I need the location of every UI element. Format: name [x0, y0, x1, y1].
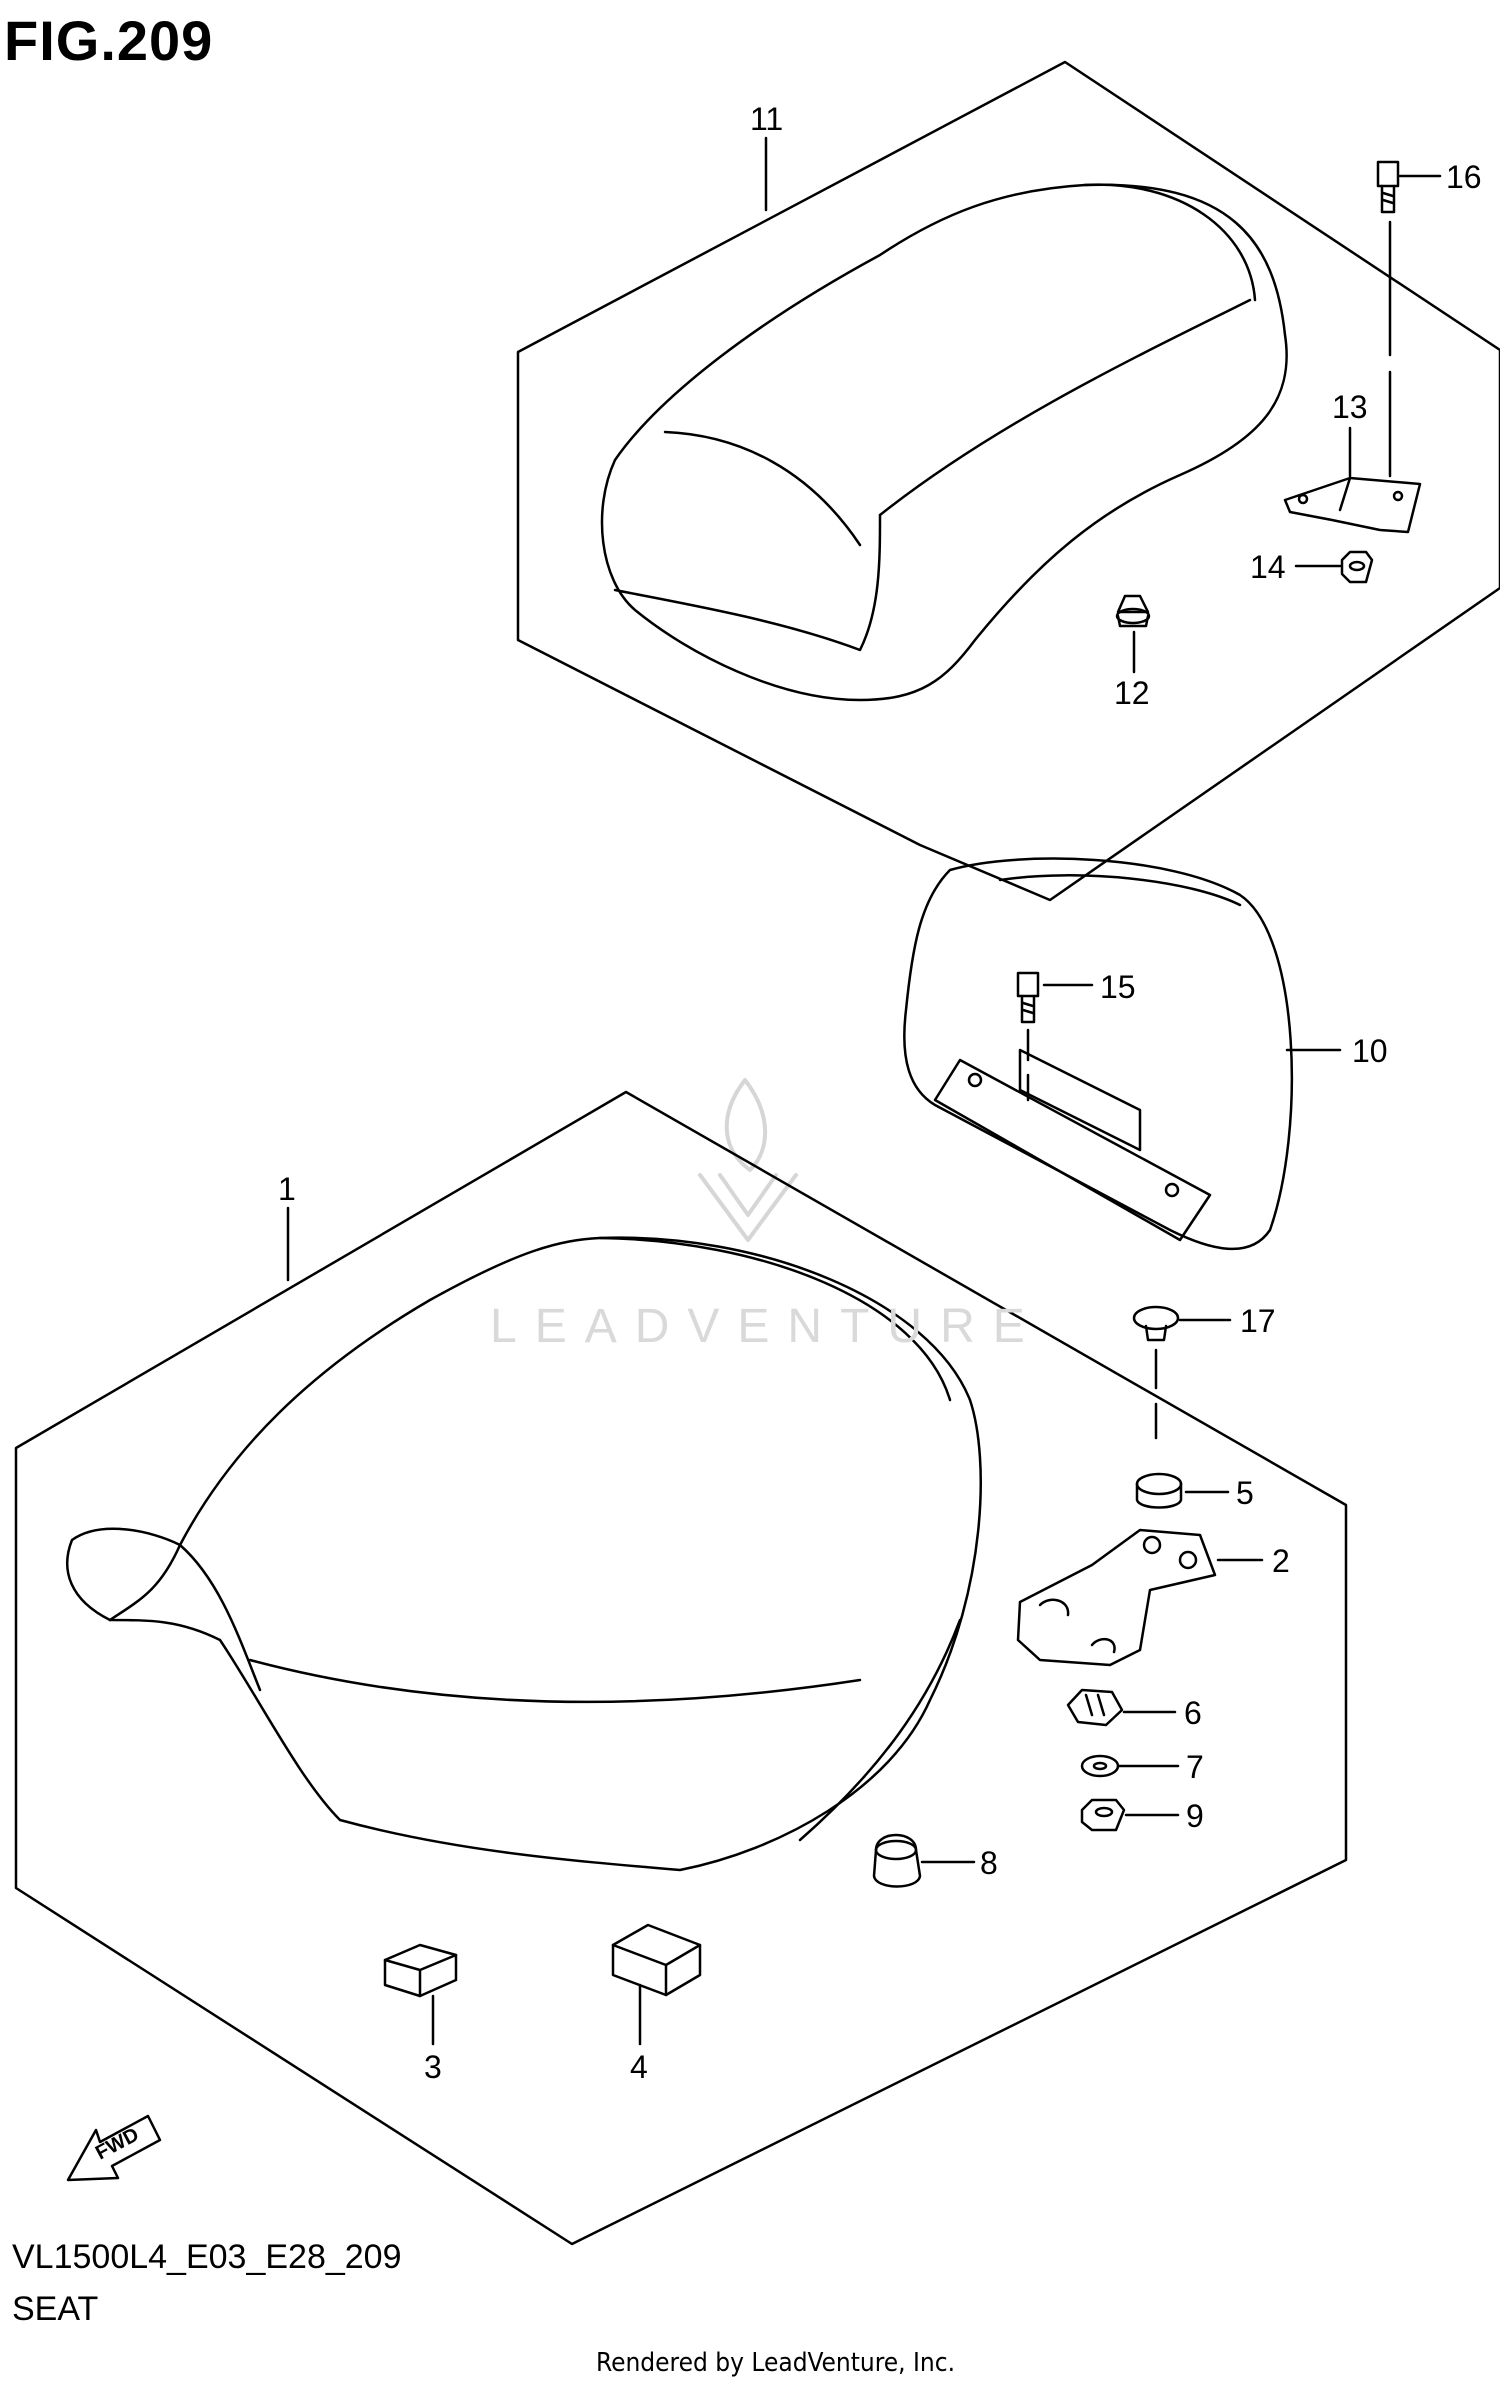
bracket-part-2	[1016, 1528, 1217, 1667]
group-outline-front-seat	[14, 1090, 1348, 2246]
callout-4: 4	[630, 2049, 648, 2085]
backrest-part-10	[903, 857, 1294, 1251]
callout-15: 15	[1100, 969, 1136, 1005]
washer-part-7	[1080, 1754, 1120, 1778]
rear-seat-part-11	[600, 183, 1288, 702]
front-seat-part-1	[66, 1236, 982, 1872]
callout-1: 1	[278, 1171, 296, 1207]
nut-part-9	[1080, 1798, 1126, 1832]
bolt-part-15	[1016, 971, 1040, 1024]
callout-8: 8	[980, 1845, 998, 1881]
callout-16: 16	[1446, 159, 1482, 195]
fwd-label: FWD	[92, 2124, 143, 2165]
fwd-arrow-icon	[66, 2114, 162, 2182]
callout-9: 9	[1186, 1798, 1204, 1834]
model-code: VL1500L4_E03_E28_209	[12, 2238, 402, 2276]
callout-13: 13	[1332, 389, 1368, 425]
callout-3: 3	[424, 2049, 442, 2085]
pad-part-4	[611, 1923, 702, 1997]
callout-7: 7	[1186, 1749, 1204, 1785]
watermark-text: LEADVENTURE	[490, 1300, 1043, 1353]
callout-14: 14	[1250, 549, 1286, 585]
cushion-part-5	[1135, 1472, 1183, 1509]
callout-6: 6	[1184, 1695, 1202, 1731]
grommet-part-12	[1115, 594, 1151, 628]
callout-2: 2	[1272, 1543, 1290, 1579]
grommet-part-17	[1132, 1305, 1180, 1342]
bracket-part-13	[1283, 476, 1422, 534]
watermark-logo	[698, 1078, 798, 1242]
section-name: SEAT	[12, 2290, 99, 2328]
bolt-part-16	[1376, 160, 1400, 214]
clip-part-6	[1066, 1688, 1124, 1727]
callout-11: 11	[750, 101, 783, 137]
group-outline-rear-seat	[516, 60, 1500, 902]
rendered-by-credit: Rendered by LeadVenture, Inc.	[596, 2348, 956, 2378]
nut-part-14	[1340, 550, 1374, 584]
pad-part-3	[383, 1943, 458, 1998]
figure-title: FIG.209	[4, 9, 214, 72]
callout-5: 5	[1236, 1475, 1254, 1511]
callout-12: 12	[1114, 675, 1150, 711]
callout-17: 17	[1240, 1303, 1276, 1339]
cushion-part-8	[872, 1833, 922, 1888]
callout-10: 10	[1352, 1033, 1388, 1069]
